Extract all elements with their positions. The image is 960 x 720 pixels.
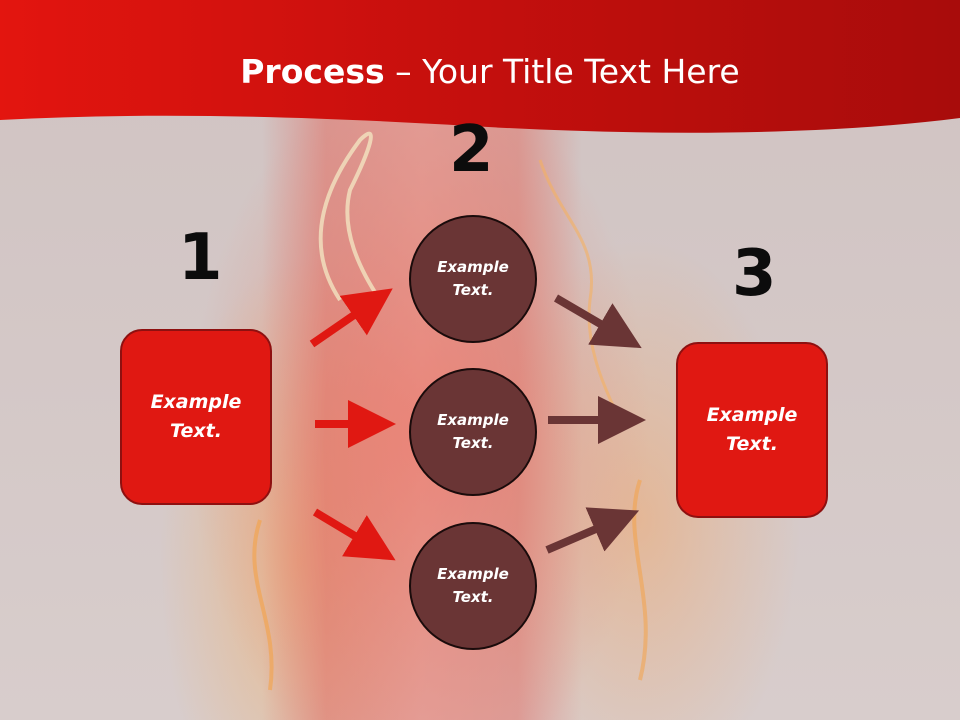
step-number-1: 1 [178,221,223,295]
process-circle-3: Example Text. [409,522,537,650]
step-number-3: 3 [732,237,777,311]
header-band [0,0,960,133]
left-box-line2: Text. [170,420,222,442]
right-box-line1: Example [706,404,798,426]
left-process-box: Example Text. [120,329,272,505]
flame-wisp [538,159,622,421]
arrow-to-circle-1 [309,288,393,348]
circle-3-line1: Example [437,565,509,583]
circle-2-line2: Text. [452,434,494,452]
circle-3-line2: Text. [452,588,494,606]
circle-1-line2: Text. [452,281,494,299]
flame-wisp [632,479,648,681]
left-box-line1: Example [150,391,242,413]
flame-wisp [252,519,274,691]
circle-1-line1: Example [437,258,509,276]
arrow-to-circle-3 [312,508,396,561]
title-rest: – Your Title Text Here [384,52,740,91]
slide-title: Process – Your Title Text Here [0,52,960,91]
title-bold: Process [240,52,385,91]
right-box-line2: Text. [726,433,778,455]
step-number-2: 2 [449,113,494,187]
process-circle-2: Example Text. [409,368,537,496]
right-process-box: Example Text. [676,342,828,518]
arrow-from-circle-3 [545,507,640,554]
arrow-from-circle-1 [553,294,642,349]
process-circle-1: Example Text. [409,215,537,343]
circle-2-line1: Example [437,411,509,429]
flame-wisp [318,131,382,302]
